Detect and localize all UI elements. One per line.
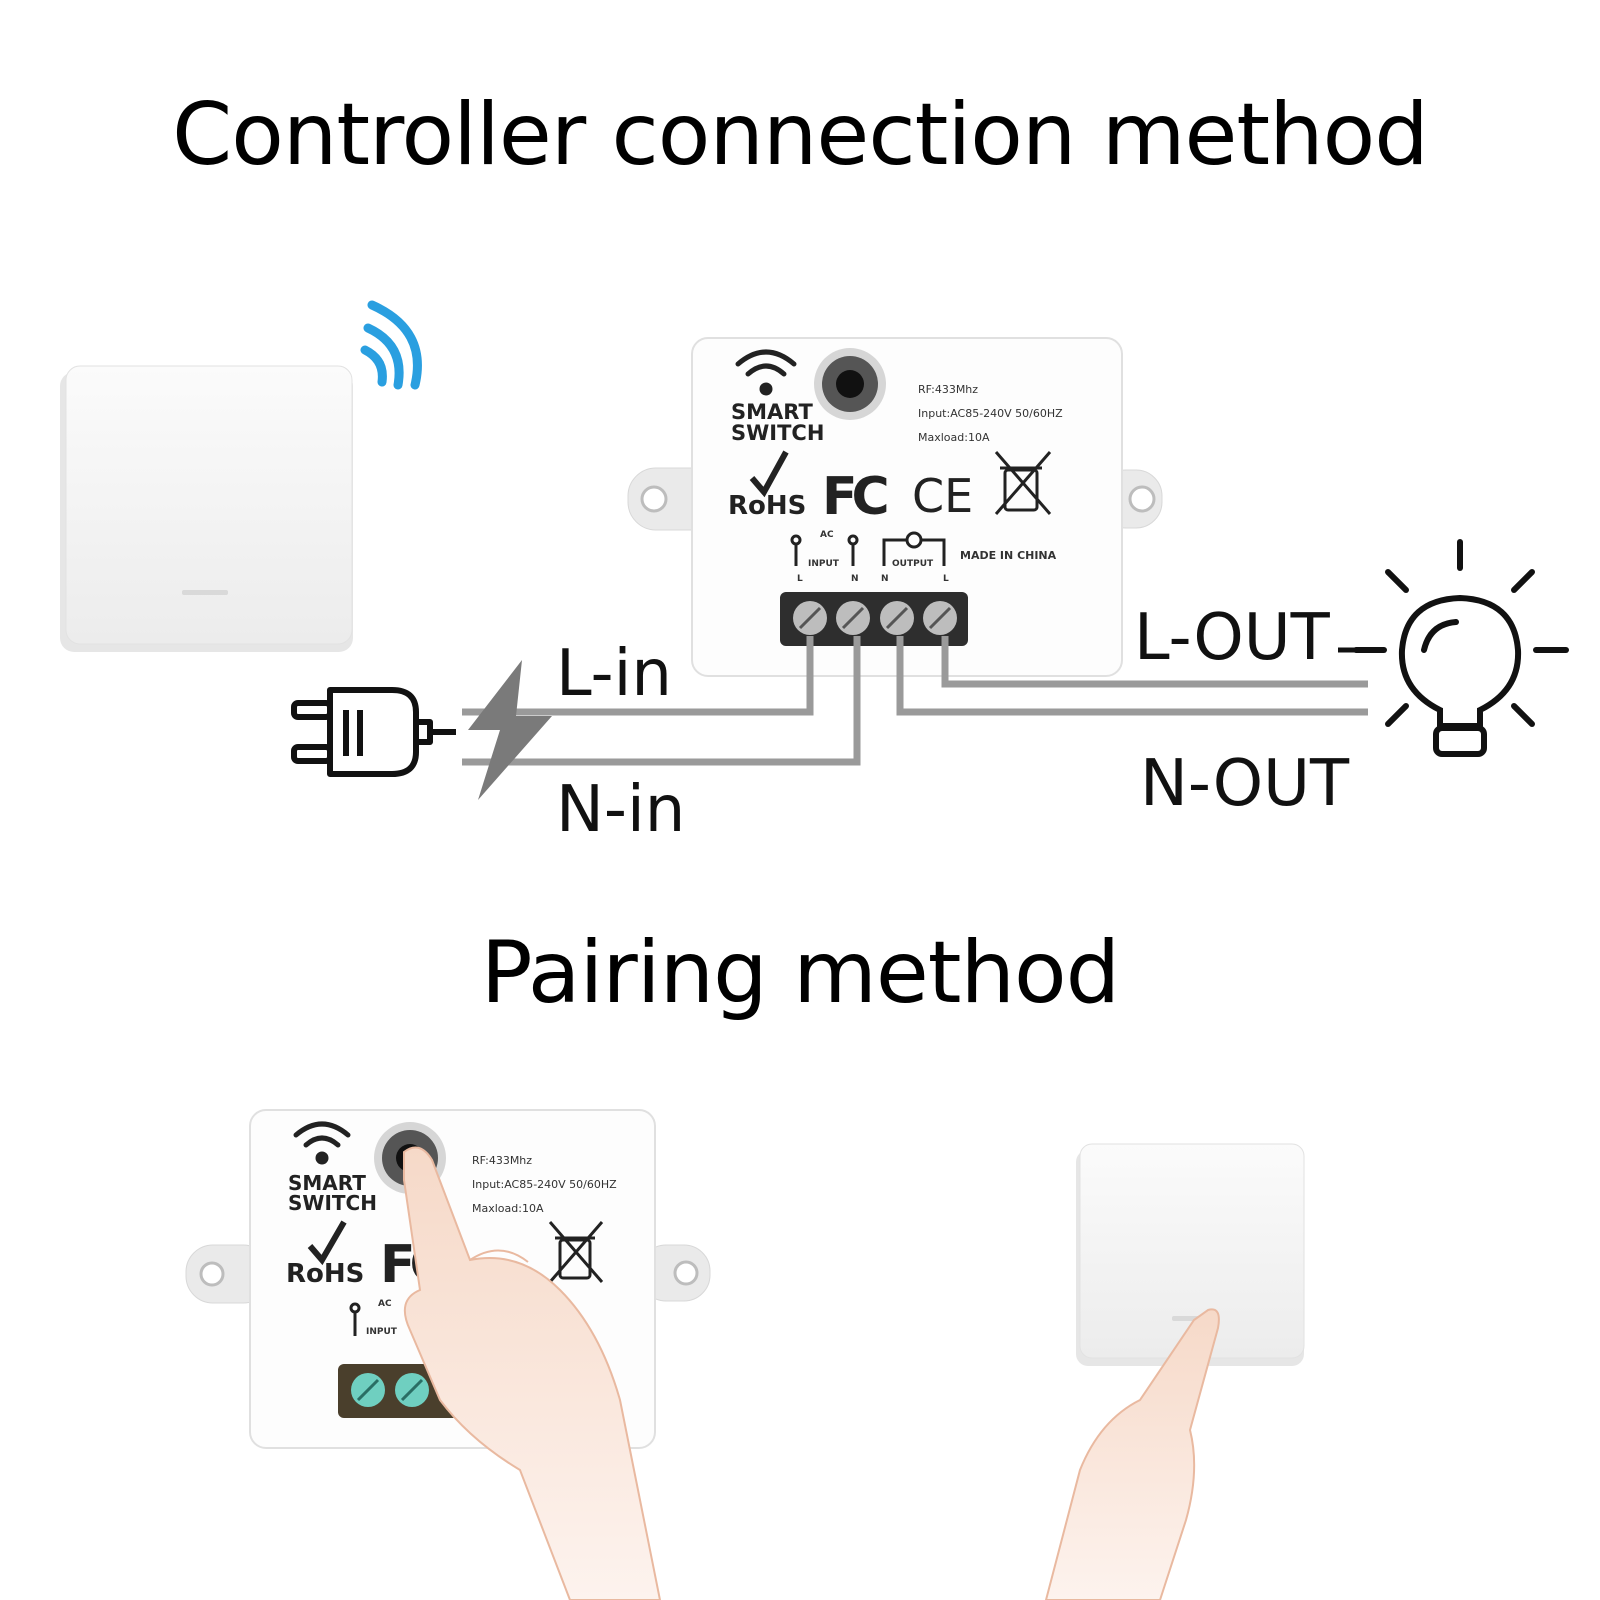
input-label-bottom: INPUT [366,1327,398,1337]
spec-rf: RF:433Mhz [918,383,978,396]
remote-switch-top [60,365,353,652]
weee-bin-icon [548,1221,604,1283]
smart-switch-module-top [627,337,1163,677]
spec-rf-bottom: RF:433Mhz [472,1154,532,1167]
spec-input: Input:AC85-240V 50/60HZ [918,407,1063,420]
output-bracket [882,531,946,566]
checkmark-icon [307,1220,347,1266]
label-l-in: L-in [556,637,672,711]
connection-title: Controller connection method [172,85,1429,185]
brand-line2: SWITCH [731,421,824,445]
terminal-block-top [780,592,968,646]
ac-label-bottom: AC [378,1299,392,1309]
terminal-label-l1: L [797,574,803,584]
brand-line1-bottom: SMART [288,1171,366,1195]
output-label: OUTPUT [892,559,934,569]
hand-pressing-remote [1044,1308,1220,1600]
ce-mark: CE [912,469,973,523]
terminal-label-n1: N [851,574,859,584]
hand-pressing-module [403,1146,662,1600]
label-n-out: N-OUT [1140,747,1350,821]
input-bracket-bottom [349,1302,361,1336]
signal-waves-icon [360,300,422,390]
wire-n-out [896,636,1368,716]
wifi-icon [293,1121,351,1165]
ac-label: AC [820,530,834,540]
brand-line2-bottom: SWITCH [288,1191,377,1215]
made-in-label: MADE IN CHINA [960,549,1057,562]
label-n-in: N-in [556,773,686,847]
pairing-title: Pairing method [480,923,1120,1023]
rohs-mark: RoHS [728,491,806,521]
terminal-label-n2: N [881,574,889,584]
wire-n-in [462,636,861,766]
weee-bin-icon [994,451,1052,515]
wires [462,636,1368,766]
input-label: INPUT [808,559,840,569]
spec-maxload: Maxload:10A [918,431,990,444]
spec-input-bottom: Input:AC85-240V 50/60HZ [472,1178,617,1191]
brand-line1: SMART [731,400,814,424]
lightning-icon [468,660,552,800]
rohs-mark-bottom: RoHS [286,1259,364,1289]
fc-mark: FC [822,467,887,527]
remote-switch-bottom [1076,1143,1305,1366]
input-bracket [790,534,859,566]
label-l-out: L-OUT [1134,601,1330,675]
checkmark-icon [749,450,789,498]
terminal-label-l2: L [943,574,949,584]
wire-l-in [462,636,814,716]
pair-button [814,348,886,420]
spec-maxload-bottom: Maxload:10A [472,1202,544,1215]
wifi-icon [735,349,797,396]
wire-l-out [941,636,1368,688]
plug-icon [291,687,456,777]
light-bulb-icon [1353,539,1569,757]
